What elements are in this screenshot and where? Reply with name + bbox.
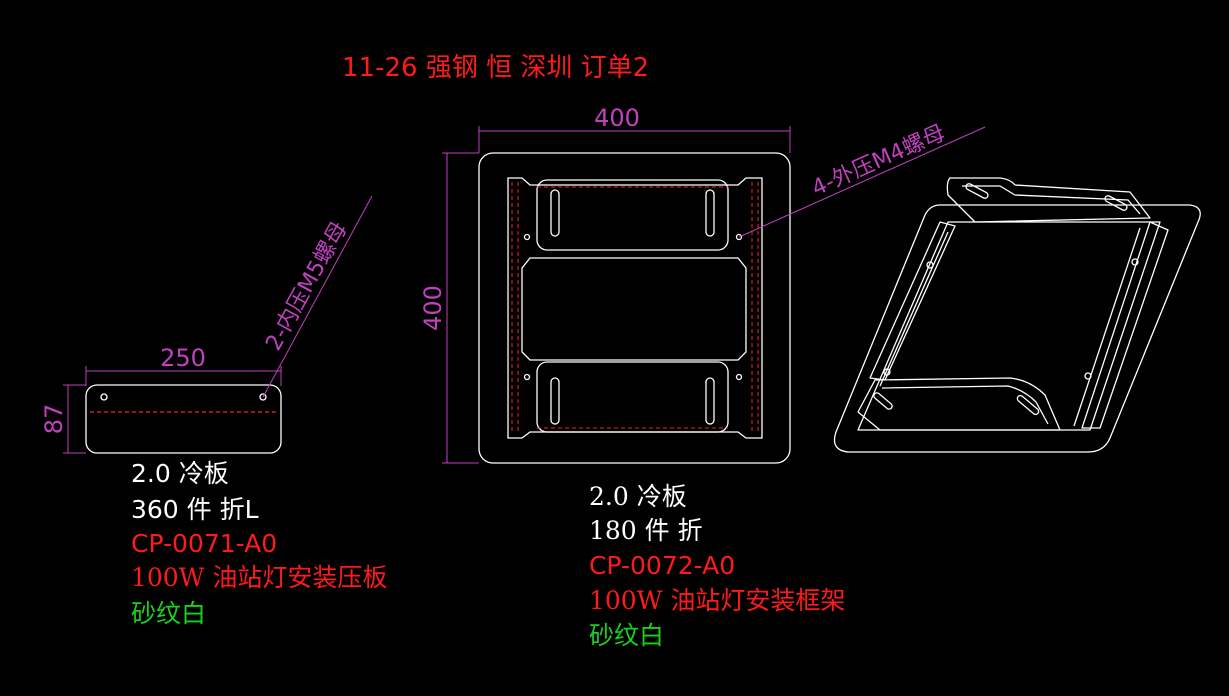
part1-dim-height-text: 87	[40, 404, 68, 435]
iso-left-rail-edge	[879, 231, 949, 387]
iso-top-flange-inner	[962, 185, 1141, 215]
part1-plate-outline	[85, 384, 282, 454]
part2-isometric-view	[833, 177, 1201, 453]
page-title: 11-26 强钢 恒 深圳 订单2	[342, 53, 650, 83]
iso-slot-2	[965, 183, 989, 199]
part2-slot-br	[705, 377, 715, 425]
iso-left-rail	[869, 221, 956, 381]
iso-slot-4	[873, 392, 893, 410]
iso-slot-3	[1016, 394, 1040, 416]
part1-finish: 砂纹白	[131, 599, 207, 628]
part2-dimensions	[442, 126, 986, 464]
iso-top-flange	[946, 177, 1151, 223]
part1-quantity: 360 件 折L	[131, 495, 259, 524]
part2-hidden-lines	[511, 182, 759, 434]
part2-plan-view	[478, 152, 791, 464]
part2-slot-tl	[550, 189, 560, 237]
iso-right-rail-edge	[1073, 227, 1141, 427]
iso-slot-1	[1104, 195, 1128, 211]
part1-note-text: 2-内压M5螺母	[261, 218, 352, 355]
part2-window-bottom	[536, 361, 729, 433]
part1-code: CP-0071-A0	[131, 529, 278, 558]
iso-hole-4	[883, 368, 891, 376]
part2-hole-1	[523, 233, 531, 241]
part2-dim-height-text: 400	[419, 285, 447, 331]
part1-hole-left	[100, 393, 108, 401]
part2-leader-line	[738, 126, 986, 238]
part1-hole-right	[259, 393, 267, 401]
part2-hole-2	[735, 233, 743, 241]
part1-dimensions	[63, 195, 373, 454]
part2-slot-bl	[550, 377, 560, 425]
iso-right-rail	[1081, 221, 1169, 429]
part1-leader-line	[262, 195, 373, 398]
part2-note-text: 4-外压M4螺母	[808, 121, 949, 202]
iso-bottom-flange-inner	[881, 385, 1049, 425]
part1-name: 100W 油站灯安装压板	[131, 563, 388, 592]
part2-dim-width-text: 400	[594, 104, 640, 132]
iso-outer-outline	[833, 204, 1201, 453]
part2-outer-outline	[478, 152, 791, 464]
part1-dim-width-text: 250	[160, 344, 206, 372]
part1-material: 2.0 冷板	[131, 459, 229, 488]
part2-center-web	[521, 257, 747, 361]
part2-inner-opening	[507, 177, 763, 439]
part2-name: 100W 油站灯安装框架	[589, 586, 846, 615]
iso-hole-3	[926, 261, 934, 269]
part2-quantity: 180 件 折	[589, 516, 703, 545]
part2-slot-tr	[705, 189, 715, 237]
part1-drawing	[85, 384, 282, 454]
iso-hole-1	[1131, 258, 1139, 266]
part2-material: 2.0 冷板	[589, 482, 687, 511]
iso-hole-2	[1084, 372, 1092, 380]
part2-code: CP-0072-A0	[589, 551, 736, 580]
part2-hole-4	[735, 373, 743, 381]
iso-bottom-flange	[857, 377, 1061, 431]
part2-finish: 砂纹白	[589, 621, 665, 650]
part2-window-top	[536, 179, 729, 251]
iso-inner-opening	[857, 221, 1161, 431]
part2-hole-3	[523, 373, 531, 381]
